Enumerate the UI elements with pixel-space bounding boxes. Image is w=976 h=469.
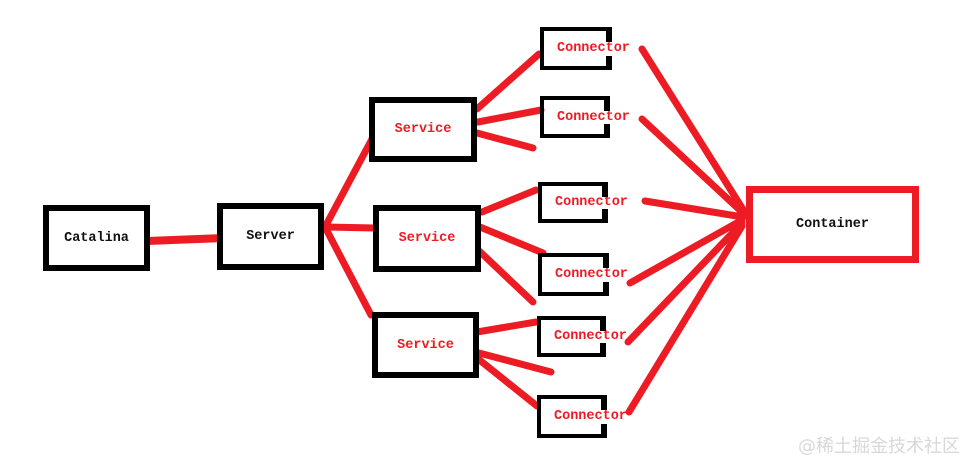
edge-service2-to-connector4 (476, 223, 547, 257)
edge-connector4-to-container (626, 216, 746, 287)
connector4-label: Connector (555, 267, 628, 282)
edge-connector6-to-container (625, 222, 746, 416)
connector1-label: Connector (557, 41, 630, 56)
connector2-label: Connector (557, 109, 630, 125)
node-service1: Service (369, 97, 477, 162)
connector5-label: Connector (554, 329, 627, 344)
node-container: Container (746, 186, 919, 263)
watermark: @稀土掘金技术社区 (798, 436, 960, 457)
node-connector4: Connector (538, 253, 628, 296)
edge-service1-to-connector1 (473, 50, 543, 113)
edge-server-to-service2 (321, 223, 379, 232)
edge-catalina-to-server (143, 234, 228, 245)
edge-service2-to-connector3 (478, 186, 540, 216)
node-connector1: Connector (540, 27, 630, 70)
node-connector2: Connector (540, 96, 630, 138)
container-label: Container (796, 217, 869, 232)
node-service3: Service (372, 312, 479, 378)
edge-connector1-to-container (638, 45, 748, 215)
edge-service2-stub (471, 243, 537, 306)
edge-connector2-to-container (638, 115, 748, 218)
service2-label: Service (398, 231, 456, 246)
node-service2: Service (373, 205, 481, 272)
node-connector5: Connector (537, 316, 627, 357)
node-server: Server (217, 203, 324, 270)
edge-connector3-to-container (641, 197, 747, 221)
edge-service3-to-connector6 (473, 354, 541, 410)
edge-connector5-to-container (624, 219, 746, 346)
service1-label: Service (394, 122, 452, 137)
edge-service3-to-connector5 (473, 318, 540, 336)
edge-service1-to-connector2 (474, 106, 545, 126)
edge-service1-stub (473, 129, 537, 152)
server-label: Server (246, 229, 295, 244)
service3-label: Service (397, 337, 454, 353)
node-connector3: Connector (538, 182, 628, 223)
node-connector6: Connector (537, 395, 627, 438)
connector6-label: Connector (554, 409, 627, 424)
catalina-label: Catalina (64, 230, 129, 246)
connector3-label: Connector (555, 195, 628, 210)
edge-server-to-service3 (321, 223, 375, 319)
node-catalina: Catalina (43, 205, 150, 271)
edge-server-to-service1 (321, 135, 376, 231)
